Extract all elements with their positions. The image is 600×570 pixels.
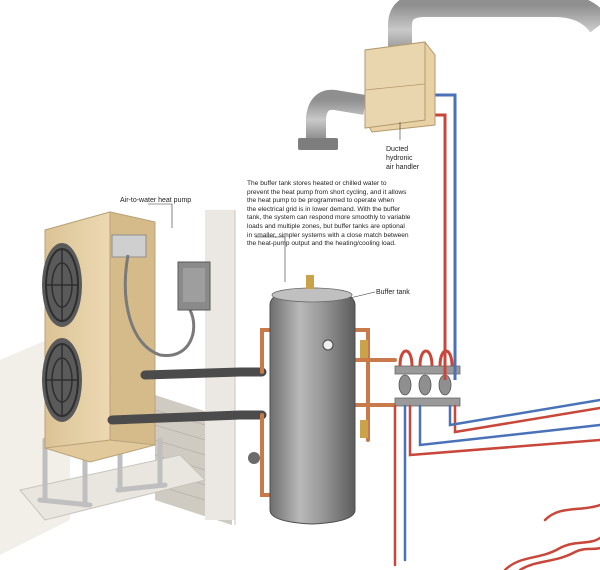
air-handler-label: Ducted hydronic air handler [386, 145, 446, 172]
air-handler-label-line-2: hydronic [386, 155, 413, 162]
description-line: the electrical grid is in lower demand. … [247, 205, 401, 213]
description-line: loads and multiple zones, but buffer tan… [247, 222, 405, 230]
buffer-tank-label: Buffer tank [376, 289, 410, 296]
electrical-disconnect [123, 254, 211, 357]
ductwork [298, 0, 600, 150]
buffer-tank-description: The buffer tank stores heated or chilled… [247, 180, 417, 249]
description-line: prevent the heat pump from short cycling… [247, 188, 407, 196]
manifold [394, 349, 461, 407]
insulated-line-set [107, 367, 267, 425]
buffer-tank [248, 275, 368, 525]
air-handler-label-line-3: air handler [386, 164, 420, 171]
fan-grille-upper [42, 243, 82, 327]
air-handler-unit [364, 41, 436, 133]
air-handler-label-line-1: Ducted [386, 146, 409, 153]
description-line: in smaller, simpler systems with a close… [247, 231, 409, 239]
description-line: the heat pump to be programmed to operat… [247, 197, 394, 205]
description-line: tank, the system can respond more smooth… [247, 214, 411, 222]
heat-pump-label: Air-to-water heat pump [120, 197, 192, 204]
connection-box [111, 234, 147, 258]
description-line: The buffer tank stores heated or chilled… [247, 180, 387, 187]
callout-leaders [148, 122, 401, 299]
description-line: the heat-pump output and the heating/coo… [247, 240, 396, 248]
fan-grille-lower [42, 338, 82, 422]
air-handler-piping [430, 93, 457, 380]
radiant-tubing [393, 398, 600, 570]
